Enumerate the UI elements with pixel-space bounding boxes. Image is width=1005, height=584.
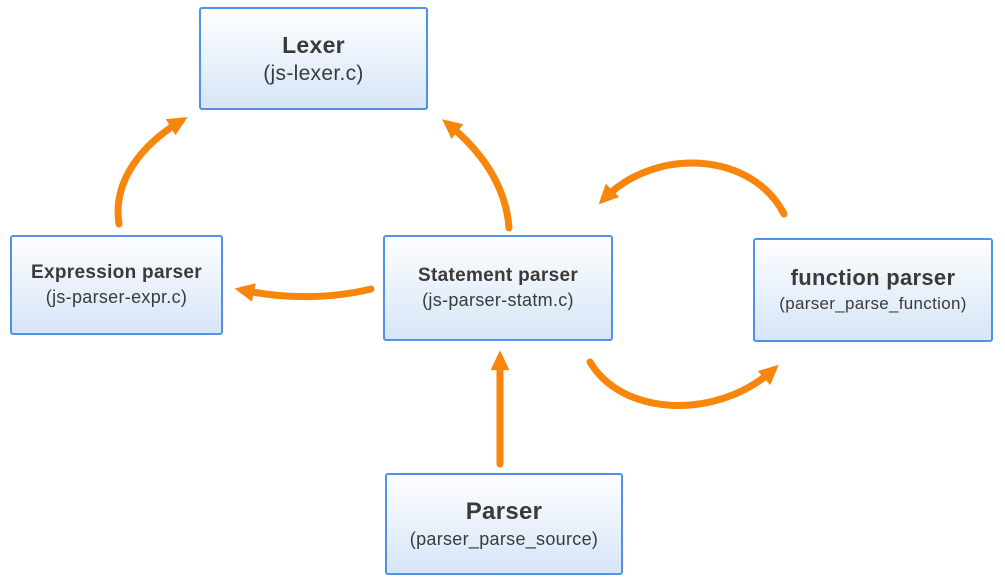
arrow-statement-parser-to-function-parser	[586, 358, 779, 409]
node-parser-subtitle: (parser_parse_source)	[409, 528, 599, 549]
arrow-statement-parser-to-lexer	[442, 119, 513, 232]
node-function-parser: function parser (parser_parse_function)	[753, 238, 993, 342]
node-expression-parser: Expression parser (js-parser-expr.c)	[10, 235, 223, 335]
node-function-parser-subtitle: (parser_parse_function)	[779, 294, 967, 314]
arrow-expression-parser-to-lexer	[114, 117, 188, 228]
node-lexer: Lexer (js-lexer.c)	[199, 7, 428, 110]
node-lexer-subtitle: (js-lexer.c)	[263, 61, 364, 85]
node-parser-title: Parser	[465, 498, 543, 526]
arrow-function-parser-to-statement-parser	[598, 159, 788, 218]
node-parser: Parser (parser_parse_source)	[385, 473, 623, 575]
node-expression-parser-title: Expression parser	[31, 262, 202, 284]
node-statement-parser-subtitle: (js-parser-statm.c)	[422, 289, 574, 310]
node-statement-parser-title: Statement parser	[417, 265, 579, 287]
node-expression-parser-subtitle: (js-parser-expr.c)	[45, 286, 188, 307]
node-lexer-title: Lexer	[282, 31, 345, 58]
node-statement-parser: Statement parser (js-parser-statm.c)	[383, 235, 613, 341]
arrow-statement-parser-to-expression-parser	[234, 283, 375, 302]
node-function-parser-title: function parser	[790, 265, 956, 291]
